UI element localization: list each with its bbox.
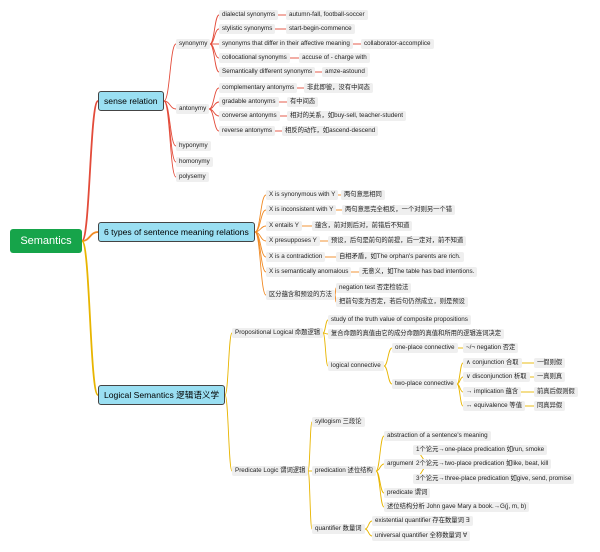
connector-line [364, 528, 373, 537]
node-two-place-connective[interactable]: two-place connective [392, 379, 457, 389]
node-converse-antonyms[interactable]: converse antonyms [219, 111, 280, 121]
node-reverse-antonyms[interactable]: reverse antonyms [219, 126, 276, 136]
connector-line [224, 394, 233, 472]
node-propositional-logical[interactable]: Propositional Logical 命题逻辑 [232, 328, 324, 338]
node-amze-astound[interactable]: amze-astound [322, 67, 368, 77]
connector-line [307, 421, 313, 472]
node-synonymy[interactable]: synonymy [176, 39, 211, 49]
connector-line [224, 332, 233, 396]
node-predicate[interactable]: predicate 谓词 [384, 488, 431, 498]
connector-line [456, 383, 464, 407]
node-stylistic-synonyms[interactable]: stylistic synonyms [219, 24, 276, 34]
node-negation-test[interactable]: negation test 否定检验法 [336, 283, 412, 293]
node-x-is-inconsistent-with-y[interactable]: X is inconsistent with Y [266, 205, 337, 215]
connector-line [163, 100, 177, 163]
node-predicate-logic[interactable]: Predicate Logic 谓词逻辑 [232, 466, 309, 476]
node-existential-quantifier[interactable]: existential quantifier 存在数量词 ∃ [372, 516, 473, 526]
node-disconjunction[interactable]: ∨ disconjunction 析取 [463, 372, 530, 382]
node-abstraction-of-a-sentence-s-meaning[interactable]: abstraction of a sentence's meaning [384, 431, 491, 441]
node-semantically-different-synonyms[interactable]: Semantically different synonyms [219, 67, 316, 77]
node-ascend-descend[interactable]: 相反的动作，如ascend-descend [282, 126, 379, 136]
node-antonymy[interactable]: antonymy [176, 104, 210, 114]
node-x-presupposes-y[interactable]: X presupposes Y [266, 236, 320, 246]
connector-line [383, 365, 393, 385]
node-x-is-semantically-anomalous[interactable]: X is semantically anomalous [266, 267, 352, 277]
root-node[interactable]: Semantics [10, 229, 82, 253]
branch-6-types-of-sentence-meaning-relations[interactable]: 6 types of sentence meaning relations [98, 222, 255, 242]
connector-line [307, 470, 313, 530]
connector-line [322, 332, 329, 367]
connector-line [334, 294, 337, 303]
node-node[interactable]: 复合命题的真值由它的成分命题的真值和所用的逻辑连词决定 [328, 329, 505, 339]
connector-line [375, 435, 385, 472]
connector-line [254, 231, 267, 296]
node-node[interactable]: 把前句变为否定，若后句仍然成立，则是预设 [336, 297, 468, 307]
node-node[interactable]: 前真后假则假 [534, 387, 578, 397]
node-the-orphan-s-parents-are-rich[interactable]: 自相矛盾，如The orphan's parents are rich. [336, 252, 464, 262]
node-node[interactable]: 区分蕴含和预设的方法 [266, 290, 335, 300]
node-negation[interactable]: ~/¬ negation 否定 [463, 343, 519, 353]
node-buy-sell-teacher-student[interactable]: 相对的关系，如buy-sell, teacher-student [287, 111, 407, 121]
connector-line [383, 347, 393, 367]
node-node[interactable]: 预设，后句是前句的前提，后一定对，前不知道 [328, 236, 467, 246]
node-x-entails-y[interactable]: X entails Y [266, 221, 302, 231]
node-complementary-antonyms[interactable]: complementary antonyms [219, 83, 298, 93]
node-node[interactable]: 同真异假 [534, 401, 566, 411]
branch-sense-relation[interactable]: sense relation [98, 91, 164, 111]
node-accuse-of-charge-with[interactable]: accuse of - charge with [299, 53, 370, 63]
node-gradable-antonyms[interactable]: gradable antonyms [219, 97, 279, 107]
node-3-three-place-predication-give-send-prom[interactable]: 3个论元→three-place predication 如give, send… [413, 474, 575, 484]
node-equivalence[interactable]: ↔ equivalence 等值 [463, 401, 525, 411]
connector-line [163, 43, 177, 102]
node-node[interactable]: 一真则真 [534, 372, 566, 382]
connector-line [81, 100, 99, 242]
node-start-begin-commence[interactable]: start-begin-commence [286, 24, 355, 34]
connector-line [81, 231, 99, 242]
node-2-two-place-predication-like-beat-kill[interactable]: 2个论元→two-place predication 如like, beat, … [413, 459, 552, 469]
connector-line [209, 43, 220, 73]
node-argument[interactable]: argument 论元 [384, 459, 431, 469]
node-predication[interactable]: predication 述位结构 [312, 466, 376, 476]
node-quantifier[interactable]: quantifier 数量词 [312, 524, 365, 534]
node-autumn-fall-football-soccer[interactable]: autumn-fall, football-soccer [286, 10, 368, 20]
node-x-is-synonymous-with-y[interactable]: X is synonymous with Y [266, 190, 339, 200]
connector-line [81, 240, 99, 396]
node-universal-quantifier[interactable]: universal quantifier 全称数量词 ∀ [372, 531, 471, 541]
node-collaborator-accomplice[interactable]: collaborator-accomplice [361, 39, 434, 49]
connector-line [322, 332, 329, 335]
node-node[interactable]: 两句意思完全相反，一个对则另一个错 [342, 205, 456, 215]
node-implication[interactable]: → implication 蕴含 [463, 387, 522, 397]
node-conjunction[interactable]: ∧ conjunction 合取 [463, 358, 522, 368]
node-logical-connective[interactable]: logical connective [328, 361, 384, 371]
connector-line [375, 463, 385, 472]
connector-line [254, 209, 267, 233]
node-one-place-connective[interactable]: one-place connective [392, 343, 458, 353]
node-john-gave-mary-a-book-g-j-m-b[interactable]: 述位结构分析 John gave Mary a book.→G(j, m, b) [384, 502, 530, 512]
node-hyponymy[interactable]: hyponymy [176, 141, 211, 151]
node-node[interactable]: 两句意思相同 [341, 190, 385, 200]
node-node[interactable]: 非此即彼，没有中间态 [304, 83, 373, 93]
node-node[interactable]: 有中间态 [287, 97, 319, 107]
connector-line [375, 470, 385, 508]
node-node[interactable]: 一假则假 [534, 358, 566, 368]
node-synonyms-that-differ-in-their-affective-[interactable]: synonyms that differ in their affective … [219, 39, 353, 49]
branch-logical-semantics[interactable]: Logical Semantics 逻辑语义学 [98, 385, 226, 405]
connector-line [163, 100, 177, 178]
connector-line [208, 108, 220, 132]
node-dialectal-synonyms[interactable]: dialectal synonyms [219, 10, 279, 20]
node-node[interactable]: 蕴含，前对则后对，前错后不知道 [312, 221, 413, 231]
node-syllogism[interactable]: syllogism 三段论 [312, 417, 365, 427]
connector-line [364, 520, 373, 530]
node-homonymy[interactable]: homonymy [176, 157, 213, 167]
node-polysemy[interactable]: polysemy [176, 172, 209, 182]
node-x-is-a-contradiction[interactable]: X is a contradiction [266, 252, 326, 262]
node-study-of-the-truth-value-of-composite-pr[interactable]: study of the truth value of composite pr… [328, 315, 471, 325]
node-the-table-has-bad-intentions[interactable]: 无意义，如The table has bad intentions. [359, 267, 478, 277]
node-collocational-synonyms[interactable]: collocational synonyms [219, 53, 290, 63]
node-1-one-place-predication-run-smoke[interactable]: 1个论元→one-place predication 如run, smoke [413, 445, 548, 455]
